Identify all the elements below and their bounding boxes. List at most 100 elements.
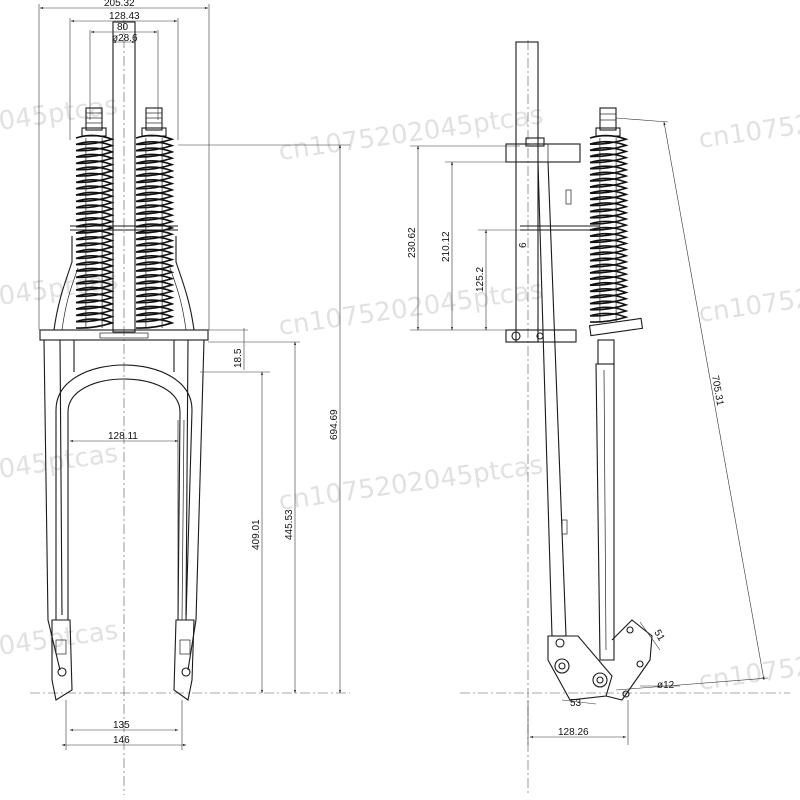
spring-coil: [135, 172, 175, 184]
right-shock-top: [141, 107, 167, 137]
spring-coil: [135, 223, 175, 234]
spring-coil: [589, 171, 629, 182]
crown-center: [99, 332, 149, 339]
spring-coil: [75, 172, 115, 184]
spring-coil: [75, 134, 115, 146]
spring-coil: [135, 140, 175, 152]
watermark: 045ptcas: [0, 616, 120, 662]
spring-coil: [135, 210, 175, 222]
side-spring: [589, 134, 629, 323]
spring-coil: [75, 305, 115, 317]
spring-coil: [589, 202, 629, 213]
linkage: [547, 619, 653, 701]
spring-coil: [589, 232, 629, 244]
dim-overall-height: 694.69: [329, 409, 340, 440]
stem-block: [505, 143, 581, 163]
watermark: cn10752: [697, 651, 800, 697]
spring-coil: [75, 261, 115, 272]
spring-coil: [135, 305, 175, 317]
spring-coil: [135, 286, 175, 298]
spring-coil: [589, 245, 629, 256]
spring-coil: [75, 159, 115, 171]
spring-coil: [135, 147, 175, 158]
spring-coil: [75, 311, 115, 323]
spring-coil: [135, 248, 175, 260]
spring-coil: [75, 267, 115, 279]
spring-coil: [75, 286, 115, 298]
watermark: cn1075202045ptcas: [277, 450, 545, 517]
spring-coil: [589, 159, 629, 170]
spring-coil: [589, 288, 629, 299]
right-spring: [135, 134, 175, 329]
dim-dropout-inner: 135: [113, 720, 130, 731]
spring-coil: [135, 292, 175, 304]
arch-inner: [67, 378, 181, 621]
dim-top-width: 205.32: [104, 0, 135, 9]
dim-diagonal-length: 705.31: [709, 375, 725, 407]
dim-crown-to-axle-a: 409.01: [251, 519, 262, 550]
spring-coil: [589, 263, 629, 274]
spring-coil: [135, 261, 175, 272]
right-shoulder: [175, 236, 195, 331]
spring-coil: [589, 208, 629, 219]
spring-coil: [75, 242, 115, 253]
main-leg: [537, 161, 567, 637]
spring-coil: [135, 134, 175, 146]
spring-coil: [75, 178, 115, 190]
dim-steerer-diameter: ø28.6: [112, 33, 138, 44]
spring-coil: [589, 281, 629, 293]
spring-coil: [135, 185, 175, 196]
spring-coil: [75, 197, 115, 209]
shock-lower: [595, 363, 615, 661]
spring-seat: [588, 317, 644, 337]
spring-coil: [589, 165, 629, 176]
dim-link-b: 53: [570, 698, 582, 709]
spring-coil: [75, 147, 115, 158]
spring-coil: [135, 311, 175, 323]
spring-coil: [135, 318, 175, 329]
spring-coil: [75, 210, 115, 222]
watermark-layer: cn1075202045ptcas cn1075202045ptcas cn10…: [0, 91, 800, 697]
watermark: cn1075202045ptcas: [277, 275, 545, 342]
spring-coil: [135, 254, 175, 266]
left-shoulder: [53, 236, 73, 331]
dim-crown-thickness: 18.5: [233, 348, 244, 368]
spring-coil: [75, 318, 115, 329]
left-dropout: [51, 619, 73, 701]
spring-coil: [75, 191, 115, 203]
shock-body: [597, 339, 615, 365]
watermark: 045ptcas: [0, 439, 120, 485]
spring-coil: [589, 275, 629, 287]
spring-coil: [589, 140, 629, 152]
dim-side-height-b: 210.12: [441, 231, 452, 262]
spring-coil: [589, 306, 629, 317]
side-shock-top: [595, 107, 621, 137]
spring-coil: [589, 196, 629, 207]
side-clamp: [505, 329, 577, 343]
spring-coil: [589, 153, 629, 164]
side-view: 230.62 210.12 125.2 6 705.31 51 53 ø12 1…: [407, 40, 790, 795]
spring-coil: [589, 312, 629, 323]
spring-coil: [135, 299, 175, 310]
spring-coil: [589, 214, 629, 225]
spring-coil: [135, 267, 175, 279]
crown: [39, 329, 209, 341]
spring-coil: [135, 235, 175, 247]
right-leg-outer: [187, 339, 205, 671]
spring-coil: [135, 197, 175, 209]
spring-coil: [589, 134, 629, 145]
spring-coil: [589, 300, 629, 311]
spring-coil: [589, 147, 629, 158]
spring-coil: [135, 178, 175, 190]
spring-coil: [135, 280, 175, 291]
spring-coil: [75, 292, 115, 304]
spring-coil: [135, 191, 175, 203]
spring-coil: [75, 140, 115, 152]
spring-coil: [589, 239, 629, 250]
spring-coil: [75, 229, 115, 241]
spring-coil: [589, 251, 629, 262]
spring-coil: [589, 269, 629, 280]
spring-coil: [589, 226, 629, 237]
dim-side-offset: 128.26: [558, 727, 589, 738]
